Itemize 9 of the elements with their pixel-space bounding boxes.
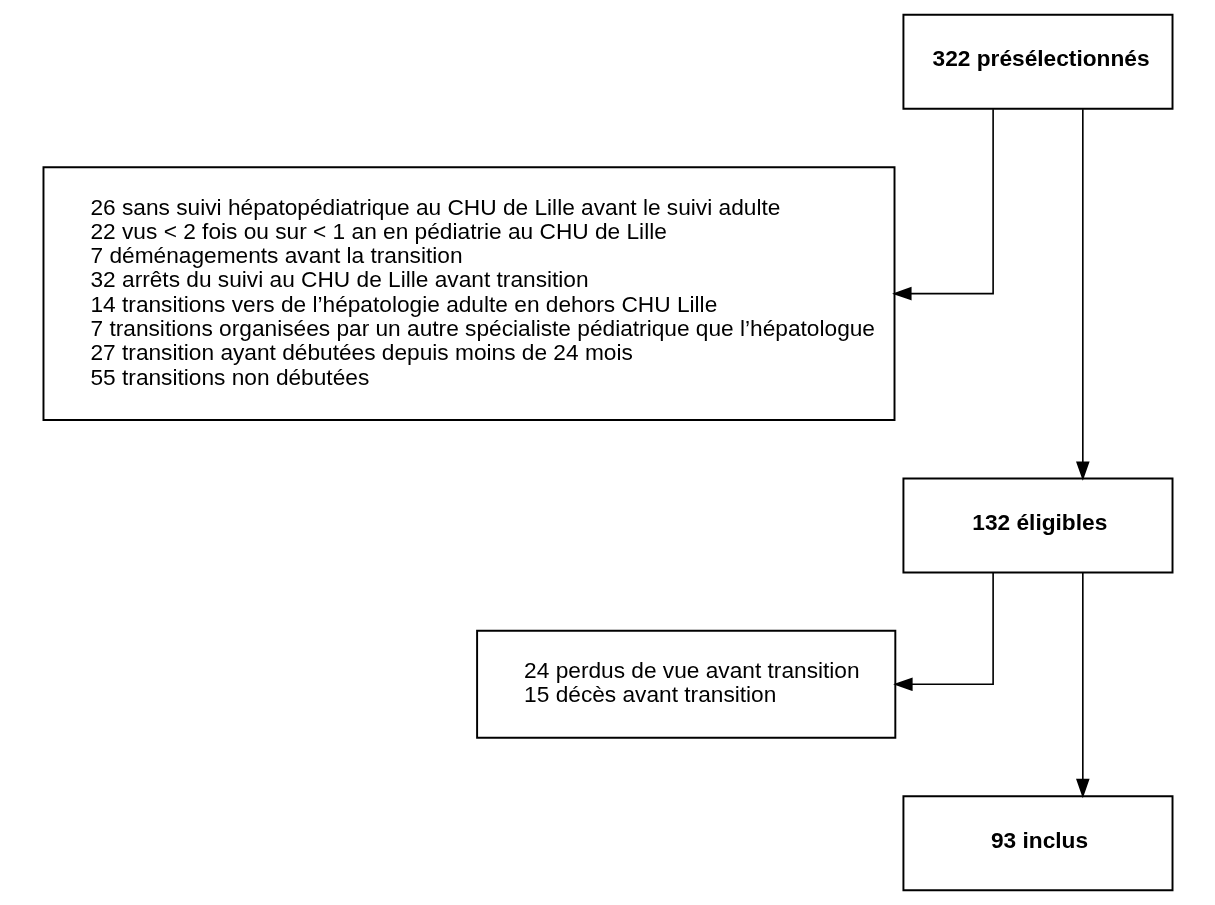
node-box: 132 éligibles	[901, 477, 1173, 574]
node-box: 26 sans suivi hépatopédiatrique au CHU de Lille avant le suivi adulte 22 vus < 2 fois ou sur < 1 an en pédiatrie au CHU de Lille 7 déménagements avant la transition 32 arrêts du suivi au CHU de Lille avant transition 14 transitions vers de l’hépatologie adulte en dehors CHU Lille 7 transitions organisées par un autre spécialiste pédiatrique que l’hépatologue 27 transition ayant débutées depuis moins de 24 mois 55 transitions non débutées	[42, 166, 895, 422]
arrow	[1075, 572, 1090, 799]
arrow	[892, 571, 994, 692]
node-box: 24 perdus de vue avant transition 15 décès avant transition	[475, 629, 896, 739]
node-box: 322 présélectionnés	[901, 13, 1173, 110]
arrow	[891, 108, 994, 301]
node-box: 93 inclus	[901, 795, 1173, 892]
arrow	[1075, 108, 1090, 481]
